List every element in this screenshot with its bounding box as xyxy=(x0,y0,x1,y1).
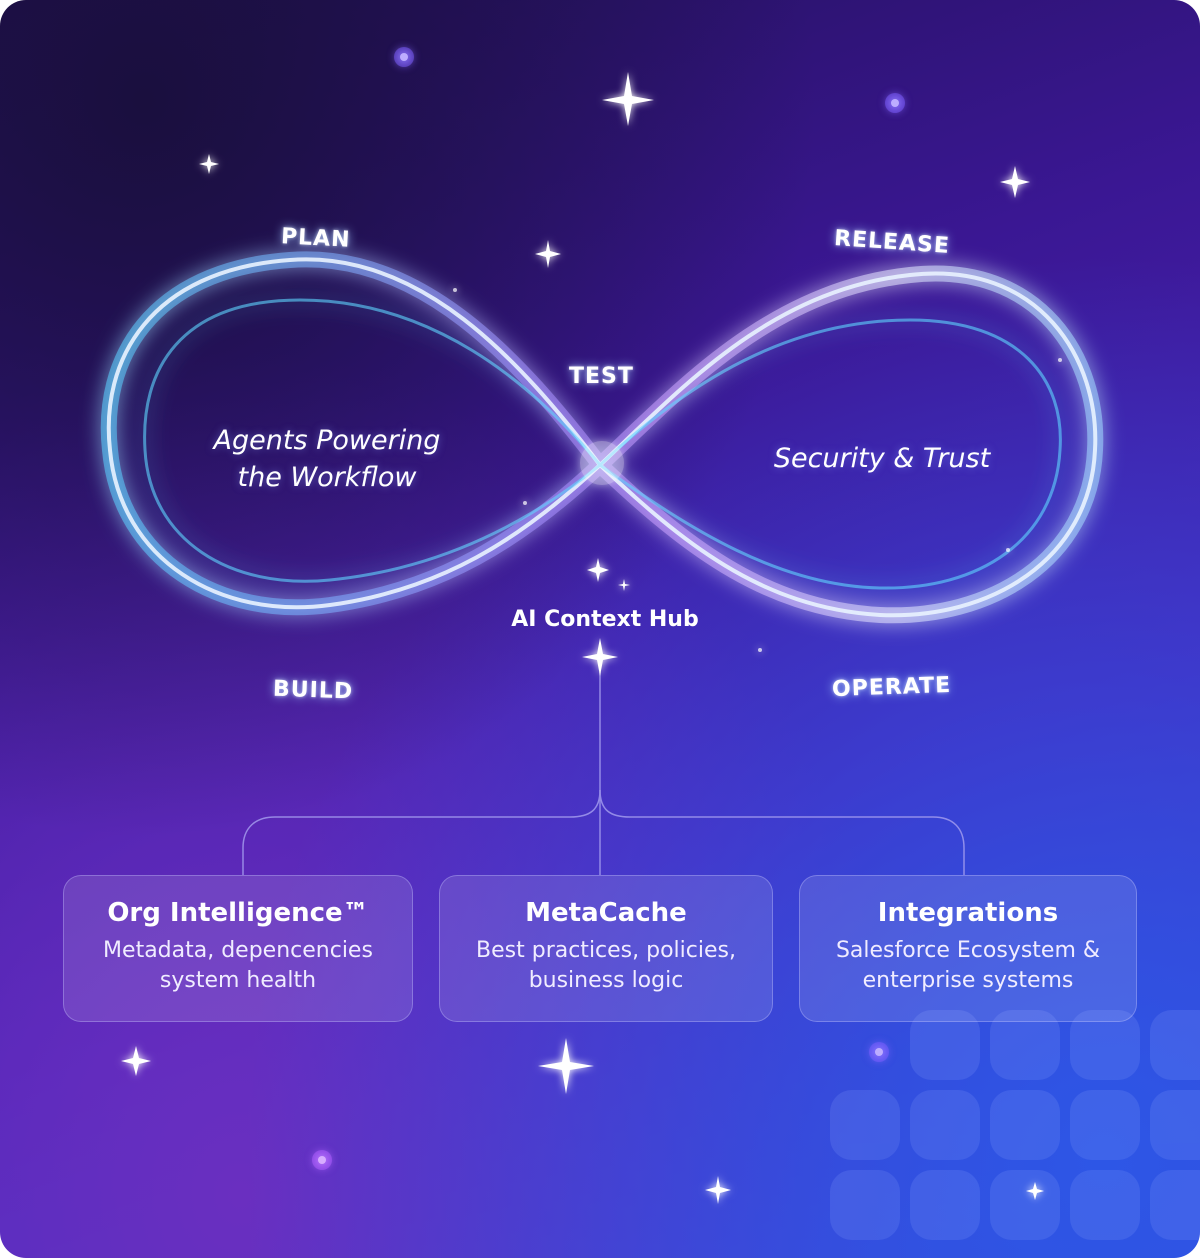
sparkle-icon xyxy=(121,72,1044,1204)
card-metacache: MetaCache Best practices, policies, busi… xyxy=(439,875,773,1022)
hub-label: AI Context Hub xyxy=(511,607,699,632)
card-description: Salesforce Ecosystem & enterprise system… xyxy=(835,938,1101,993)
card-integrations: Integrations Salesforce Ecosystem & ente… xyxy=(799,875,1137,1022)
cycle-label-build: BUILD xyxy=(272,676,354,705)
card-org-intelligence: Org Intelligence™ Metadata, depencencies… xyxy=(63,875,413,1022)
hub-connector-lines xyxy=(242,672,965,875)
cycle-label-test: TEST xyxy=(569,364,634,389)
card-title: Org Intelligence™ xyxy=(107,898,369,928)
tile-pattern xyxy=(830,1010,1200,1240)
card-title: Integrations xyxy=(877,898,1059,928)
card-description: Metadata, depencencies system health xyxy=(103,938,373,993)
cycle-label-plan: PLAN xyxy=(280,224,352,253)
right-loop-text: Security & Trust xyxy=(773,443,991,474)
left-loop-text: Agents Powering the Workflow xyxy=(213,425,441,493)
card-title: MetaCache xyxy=(525,898,687,928)
cycle-label-operate: OPERATE xyxy=(831,672,952,703)
card-description: Best practices, policies, business logic xyxy=(476,938,736,993)
glow-dots xyxy=(312,47,1062,1170)
